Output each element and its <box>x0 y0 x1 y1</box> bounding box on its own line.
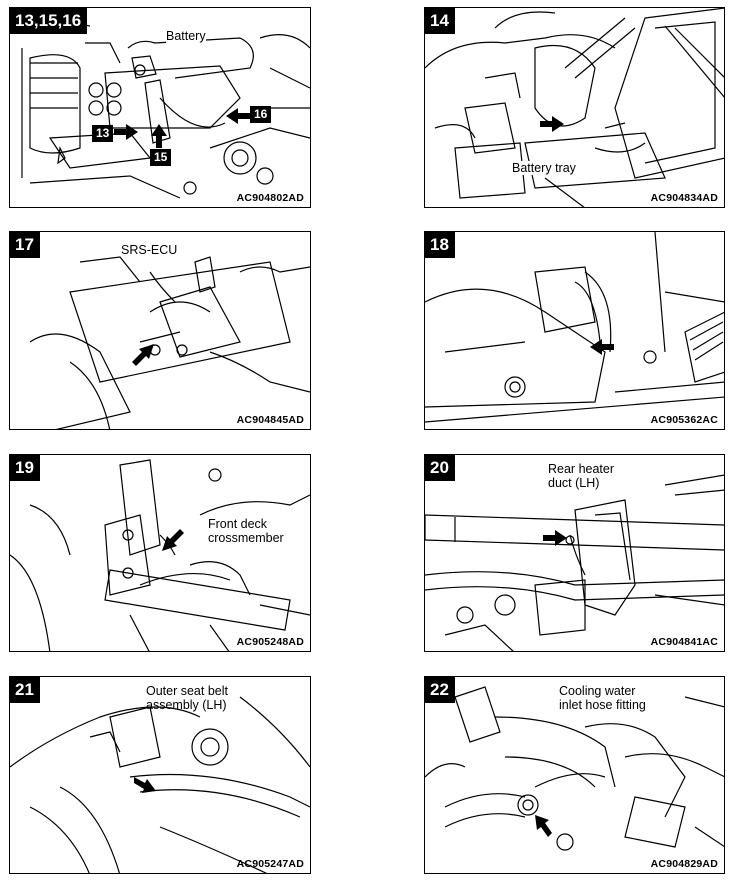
illustration-panel-21: 21 Outer seat belt assembly (LH) AC90524… <box>9 676 311 874</box>
floor-harness-drawing <box>425 232 724 423</box>
step-number-badge: 20 <box>425 455 455 481</box>
battery-tray-label: Battery tray <box>512 161 576 175</box>
figure-code: AC905362AC <box>650 414 718 426</box>
step-number-badge: 18 <box>425 232 455 258</box>
seat-belt-assembly-drawing <box>10 696 310 873</box>
figure-code: AC904834AD <box>650 192 718 204</box>
step-number-badge: 17 <box>10 232 40 258</box>
label-line: Outer seat belt <box>146 684 228 698</box>
figure-code: AC905248AD <box>236 636 304 648</box>
step-number-badge: 14 <box>425 8 455 34</box>
figure-code: AC904802AD <box>236 192 304 204</box>
illustration-panel-18: 18 AC905362AC <box>424 231 725 430</box>
step-number-badge: 19 <box>10 455 40 481</box>
illustration-panel-22: 22 Cooling water inlet hose fitting AC90… <box>424 676 725 874</box>
cooling-water-inlet-hose-label: Cooling water inlet hose fitting <box>559 684 646 712</box>
illustration-panel-20: 20 Rear heater duct (LH) AC904841AC <box>424 454 725 652</box>
label-line: crossmember <box>208 531 284 545</box>
figure-code: AC904829AD <box>650 858 718 870</box>
arrow-icon <box>535 815 552 837</box>
label-line: Rear heater <box>548 462 615 476</box>
step-number-badge: 13,15,16 <box>10 8 88 34</box>
srs-ecu-drawing <box>29 256 310 429</box>
front-deck-crossmember-label: Front deck crossmember <box>208 517 284 545</box>
rear-heater-duct-label: Rear heater duct (LH) <box>548 462 614 490</box>
figure-code: AC904845AD <box>236 414 304 426</box>
label-line: assembly (LH) <box>146 698 227 712</box>
cooling-water-hose-drawing <box>425 686 724 851</box>
rear-heater-duct-drawing <box>425 474 724 651</box>
callout-number-15: 15 <box>150 149 172 166</box>
illustration-panel-17: 17 SRS-ECU AC904845AD <box>9 231 311 430</box>
arrow-icon <box>151 124 167 148</box>
label-line: duct (LH) <box>548 476 600 490</box>
battery-area-drawing <box>10 21 310 199</box>
callout-number-13: 13 <box>92 125 114 142</box>
figure-code: AC904841AC <box>650 636 718 648</box>
arrow-icon <box>114 124 138 140</box>
step-number-badge: 22 <box>425 677 455 703</box>
illustration-panel-14: 14 Battery tray AC904834AD <box>424 7 725 208</box>
arrow-icon <box>590 339 614 355</box>
illustration-panel-19: 19 Front deck crossmember AC905248AD <box>9 454 311 652</box>
label-line: inlet hose fitting <box>559 698 646 712</box>
srs-ecu-label: SRS-ECU <box>121 243 178 257</box>
label-line: Front deck <box>208 517 268 531</box>
arrow-icon <box>132 344 154 366</box>
label-line: Cooling water <box>559 684 636 698</box>
battery-tray-drawing <box>425 8 724 207</box>
front-deck-crossmember-drawing <box>10 459 310 651</box>
arrow-icon <box>162 529 184 551</box>
step-number-badge: 21 <box>10 677 40 703</box>
callout-number-16: 16 <box>250 106 272 123</box>
figure-code: AC905247AD <box>236 858 304 870</box>
battery-label: Battery <box>166 29 206 43</box>
arrow-icon <box>226 108 250 124</box>
outer-seat-belt-assembly-label: Outer seat belt assembly (LH) <box>146 684 228 712</box>
arrow-icon <box>134 777 156 793</box>
arrow-icon <box>540 116 564 132</box>
illustration-panel-13-15-16: 13,15,16 Battery 13 15 16 AC904802AD <box>9 7 311 208</box>
arrow-icon <box>543 530 567 546</box>
